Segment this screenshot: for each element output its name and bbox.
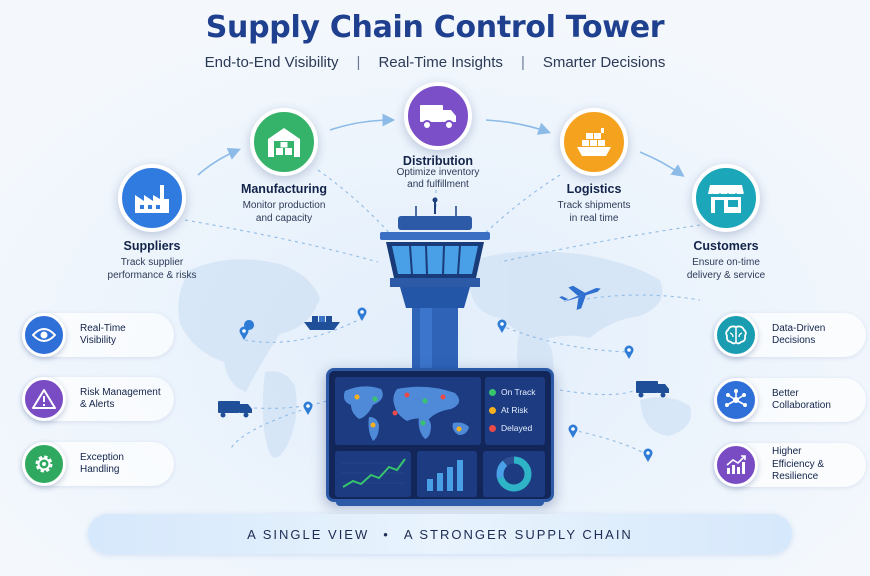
dashboard-line-chart (335, 451, 411, 497)
dashboard-screen: On Track At Risk Delayed (326, 368, 554, 502)
feature-label-line: Data-Driven (772, 322, 826, 334)
network-icon (714, 378, 758, 422)
stage-desc-line: and capacity (255, 213, 313, 224)
subtitle-item: Smarter Decisions (542, 54, 666, 71)
cargo-ship-icon (577, 128, 611, 156)
warehouse-icon (268, 128, 300, 157)
feature-exception-handling: Exception Handling (22, 442, 174, 486)
stage-desc-line: Track supplier (120, 257, 184, 268)
customers-node (692, 164, 760, 232)
subtitle-item: End-to-End Visibility (204, 54, 339, 71)
dashboard-legend: On Track At Risk Delayed (485, 377, 545, 445)
stage-desc-line: Track shipments (557, 200, 631, 211)
stage-desc-line: Monitor production (242, 200, 326, 211)
truck-icon (420, 105, 456, 130)
dashboard-donut-chart (483, 451, 545, 497)
feature-label-line: Collaboration (772, 400, 831, 411)
storefront-icon (708, 185, 745, 213)
logistics-node (560, 108, 628, 176)
stage-desc-line: in real time (569, 213, 619, 224)
subtitle-item: Real-Time Insights (378, 54, 503, 71)
feature-label-line: Better (772, 387, 799, 399)
feature-better-collaboration: Better Collaboration (714, 378, 866, 422)
bottom-banner: A SINGLE VIEW • A STRONGER SUPPLY CHAIN (88, 514, 792, 554)
feature-label-line: Risk Management (80, 386, 161, 398)
status-dot-icon (489, 388, 496, 396)
feature-label-line: Resilience (772, 471, 819, 483)
feature-label: Data-Driven Decisions (772, 323, 825, 348)
feature-label-line: Exception (80, 451, 124, 463)
growth-chart-icon (714, 443, 758, 487)
banner-dot: • (383, 526, 390, 542)
route-lines (184, 169, 701, 456)
feature-label-line: & Alerts (80, 399, 115, 410)
page-title: Supply Chain Control Tower (205, 10, 665, 45)
stage-desc: Track supplier performance & risks (82, 256, 222, 282)
legend-item: Delayed (489, 419, 541, 437)
feature-label: Real-Time Visibility (80, 323, 126, 348)
feature-label-line: Visibility (80, 335, 116, 346)
stage-label: Suppliers (123, 239, 181, 253)
subtitle-separator: | (520, 54, 525, 71)
suppliers-node (118, 164, 186, 232)
control-tower (380, 197, 490, 376)
feature-label-line: Higher (772, 446, 802, 458)
feature-label: Better Collaboration (772, 388, 831, 413)
feature-label: Risk Management & Alerts (80, 387, 161, 412)
legend-label: Delayed (501, 423, 533, 433)
legend-item: On Track (489, 383, 541, 401)
brain-icon (714, 313, 758, 357)
status-dot-icon (489, 406, 496, 414)
distribution-node (404, 82, 472, 150)
stage-desc-line: and fulfillment (407, 179, 469, 190)
legend-item: At Risk (489, 401, 541, 419)
legend-label: On Track (501, 387, 536, 397)
status-dot-icon (489, 424, 496, 432)
feature-higher-efficiency: Higher Efficiency & Resilience (714, 443, 866, 487)
banner-left-text: A SINGLE VIEW (247, 526, 370, 542)
stage-label: Logistics (566, 182, 622, 196)
feature-data-driven-decisions: Data-Driven Decisions (714, 313, 866, 357)
stage-desc: Optimize inventory and fulfillment (368, 167, 508, 191)
stage-label: Manufacturing (240, 182, 328, 196)
stage-desc: Monitor production and capacity (214, 199, 354, 225)
truck-icon (636, 381, 669, 398)
feature-label: Higher Efficiency & Resilience (772, 446, 824, 484)
stage-desc: Ensure on-time delivery & service (656, 256, 796, 282)
warning-icon (22, 377, 66, 421)
factory-icon (135, 185, 169, 213)
stage-label: Distribution (402, 154, 474, 168)
gear-icon (22, 442, 66, 486)
feature-label: Exception Handling (80, 452, 124, 477)
stage-label: Customers (693, 239, 759, 253)
manufacturing-node (250, 108, 318, 176)
feature-label-line: Real-Time (80, 322, 126, 334)
stage-desc-line: performance & risks (107, 270, 197, 281)
feature-label-line: Handling (80, 464, 120, 475)
feature-risk-management: Risk Management & Alerts (22, 377, 174, 421)
stage-desc-line: Optimize inventory (396, 167, 480, 178)
dashboard-map-panel (335, 377, 481, 445)
legend-label: At Risk (501, 405, 528, 415)
stage-desc-line: delivery & service (686, 270, 766, 281)
stage-desc-line: Ensure on-time (692, 257, 760, 268)
feature-real-time-visibility: Real-Time Visibility (22, 313, 174, 357)
stage-desc: Track shipments in real time (524, 199, 664, 225)
flow-arrows (197, 113, 685, 177)
subtitle: End-to-End Visibility | Real-Time Insigh… (0, 54, 870, 71)
dashboard-bar-chart (417, 451, 477, 497)
feature-label-line: Decisions (772, 335, 816, 346)
banner-right-text: A STRONGER SUPPLY CHAIN (403, 526, 633, 542)
eye-icon (22, 313, 66, 357)
feature-label-line: Efficiency & (772, 458, 825, 470)
airplane-icon (559, 285, 601, 311)
truck-icon (218, 401, 252, 418)
dashboard-stand (336, 500, 544, 506)
ship-icon (304, 316, 340, 330)
subtitle-separator: | (356, 54, 361, 71)
